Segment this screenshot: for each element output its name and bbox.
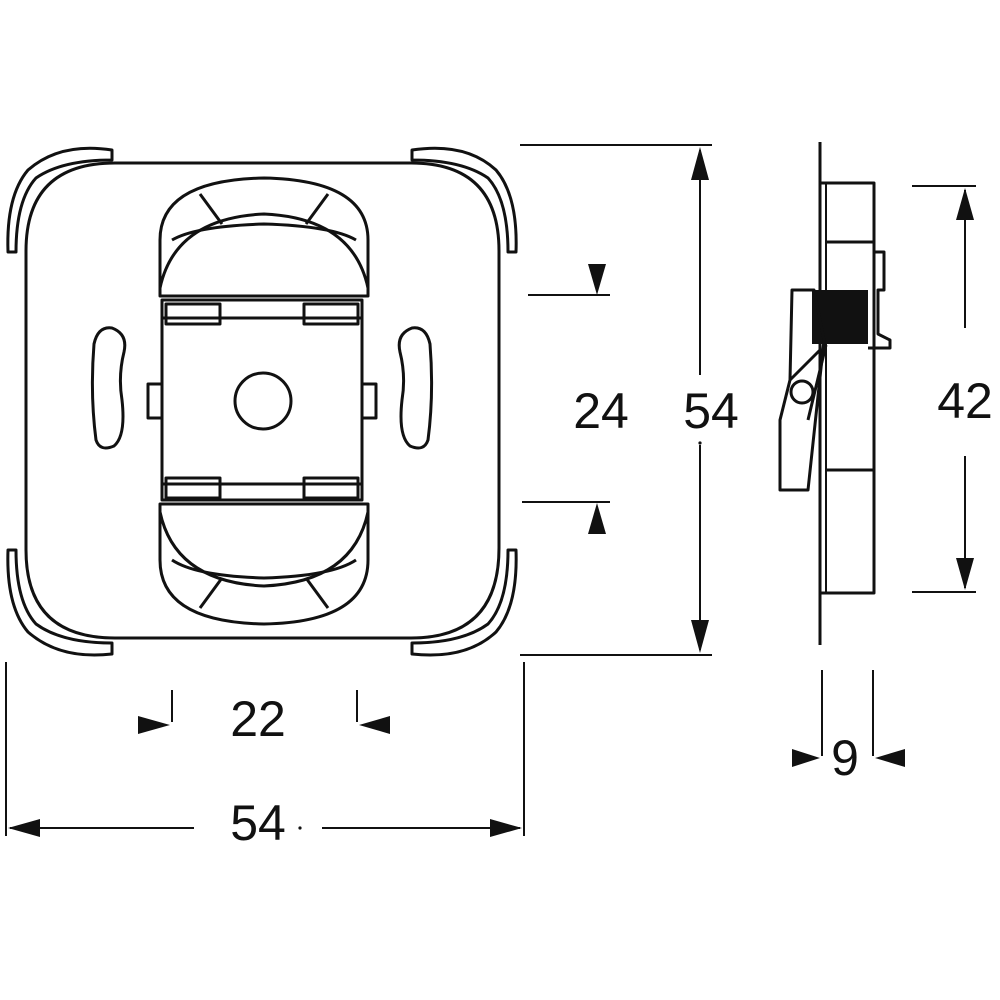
dim-label-gap-width: 22: [230, 691, 286, 747]
side-rocker: [778, 288, 826, 492]
center-hole: [233, 371, 293, 431]
dim-label-depth: 9: [831, 730, 859, 786]
rocker-top: [158, 176, 370, 298]
dimension-width-overall: 54: [5, 662, 525, 851]
dim-label-overall-width: 54: [230, 795, 286, 851]
dim-label-depth-height: 42: [937, 373, 993, 429]
side-pivot: [789, 379, 815, 405]
corner-clip-top-left: [6, 146, 114, 254]
corner-clip-bottom-right: [410, 548, 518, 657]
slot-left: [90, 326, 127, 450]
dimension-width-gap: 22: [138, 690, 390, 747]
slot-right: [397, 326, 434, 450]
dimension-depth: 9: [792, 670, 905, 786]
dim-label-overall-height: 54: [683, 383, 739, 439]
side-spring: [812, 290, 868, 344]
corner-clip-top-right: [410, 146, 518, 254]
dimension-height-depth: 42: [912, 185, 993, 593]
dimension-height-gap: 24: [522, 264, 629, 534]
center-mechanism: [146, 298, 378, 502]
rocker-bottom: [158, 502, 370, 626]
plate-outline: [24, 161, 501, 640]
front-view: [6, 146, 518, 657]
corner-clip-bottom-left: [6, 548, 114, 657]
side-body: [818, 181, 876, 595]
side-view: [778, 142, 892, 645]
dimension-height-overall: 54: [520, 144, 739, 656]
dim-label-gap-height: 24: [573, 383, 629, 439]
